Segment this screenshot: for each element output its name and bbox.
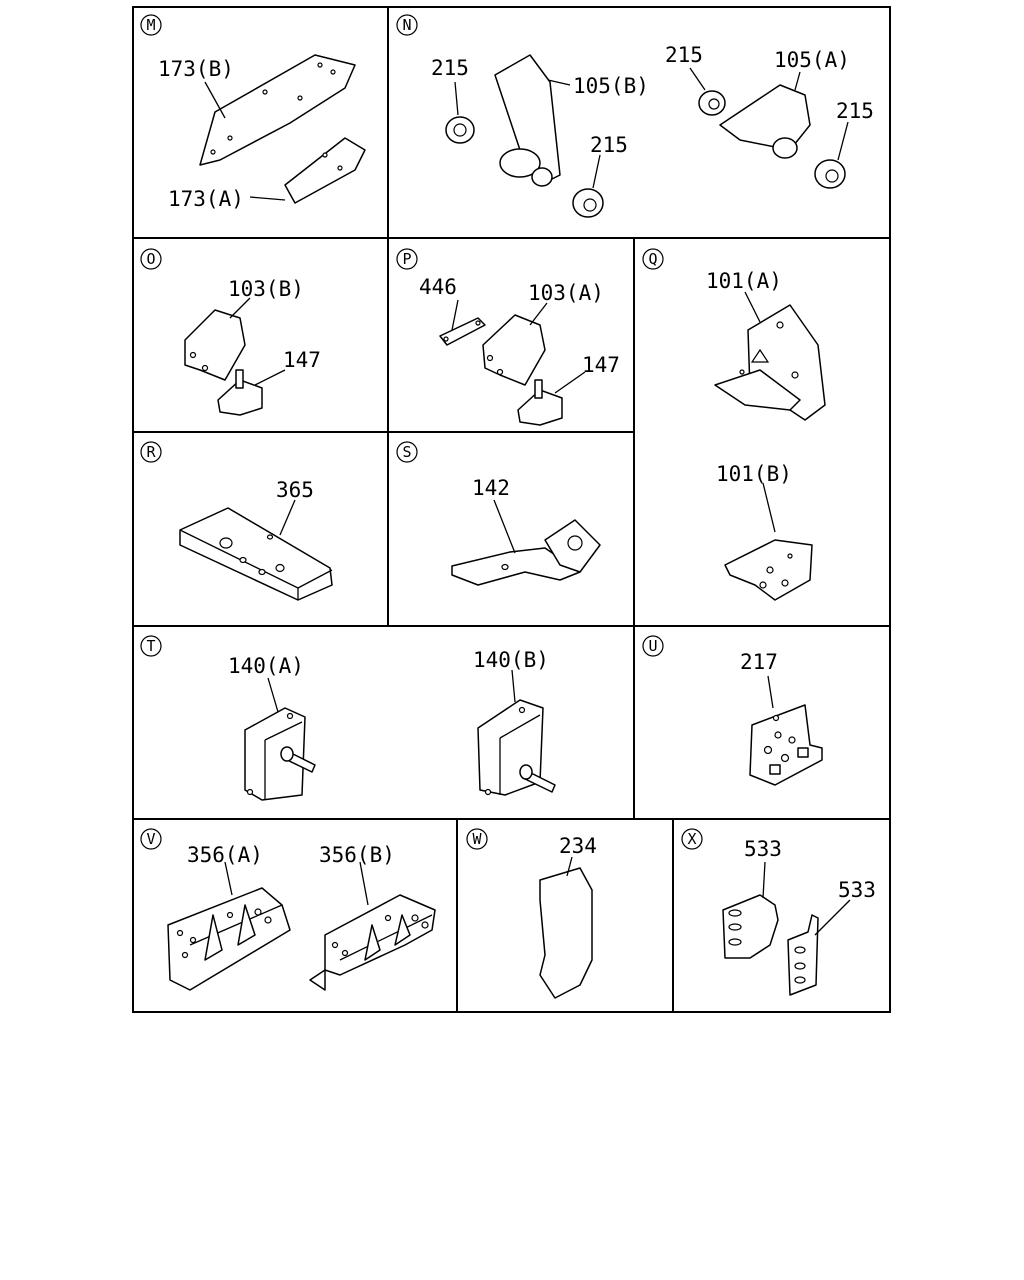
panel-v: V 356(A) 356(B): [140, 828, 436, 991]
panel-x-id: X: [687, 830, 696, 848]
label-356a: 356(A): [187, 843, 263, 867]
panel-t: T 140(A) 140(B): [140, 635, 556, 801]
panel-p-id: P: [402, 250, 411, 268]
label-103b: 103(B): [228, 277, 304, 301]
panel-grid: [132, 6, 891, 1013]
panel-w: W 234: [466, 828, 597, 999]
label-101a: 101(A): [706, 269, 782, 293]
panel-r-id: R: [146, 443, 156, 461]
label-533-left: 533: [744, 837, 782, 861]
label-173a: 173(A): [168, 187, 244, 211]
label-140b: 140(B): [473, 648, 549, 672]
label-365: 365: [276, 478, 314, 502]
panel-t-id: T: [146, 637, 155, 655]
label-142: 142: [472, 476, 510, 500]
label-147-p: 147: [582, 353, 620, 377]
label-173b: 173(B): [158, 57, 234, 81]
panel-q: Q 101(A) 101(B): [642, 248, 826, 601]
panel-o: O 103(B) 147: [140, 248, 321, 416]
label-215-left: 215: [431, 56, 469, 80]
label-234: 234: [559, 834, 597, 858]
panel-s-id: S: [402, 443, 411, 461]
label-215-right: 215: [836, 99, 874, 123]
panel-q-id: Q: [648, 250, 657, 268]
label-147-o: 147: [283, 348, 321, 372]
panel-v-id: V: [146, 830, 155, 848]
label-105a: 105(A): [774, 48, 850, 72]
panel-m-id: M: [146, 16, 155, 34]
label-217: 217: [740, 650, 778, 674]
panel-u: U 217: [642, 635, 823, 786]
panel-p: P 446 103(A) 147: [396, 248, 620, 426]
label-446: 446: [419, 275, 457, 299]
panel-r: R 365: [140, 441, 333, 601]
label-356b: 356(B): [319, 843, 395, 867]
panel-o-id: O: [146, 250, 155, 268]
label-101b: 101(B): [716, 462, 792, 486]
label-103a: 103(A): [528, 281, 604, 305]
label-140a: 140(A): [228, 654, 304, 678]
panel-u-id: U: [648, 637, 657, 655]
label-105b: 105(B): [573, 74, 649, 98]
label-215-lower: 215: [590, 133, 628, 157]
panel-n: N 215 105(B) 215 215 105(A) 215: [396, 14, 874, 218]
label-533-right: 533: [838, 878, 876, 902]
panel-m: M 173(B) 173(A): [140, 14, 366, 211]
panel-s: S 142: [396, 441, 601, 586]
panel-n-id: N: [402, 16, 411, 34]
label-215-upper-right: 215: [665, 43, 703, 67]
panel-x: X 533 533: [681, 828, 876, 996]
panel-w-id: W: [472, 830, 482, 848]
